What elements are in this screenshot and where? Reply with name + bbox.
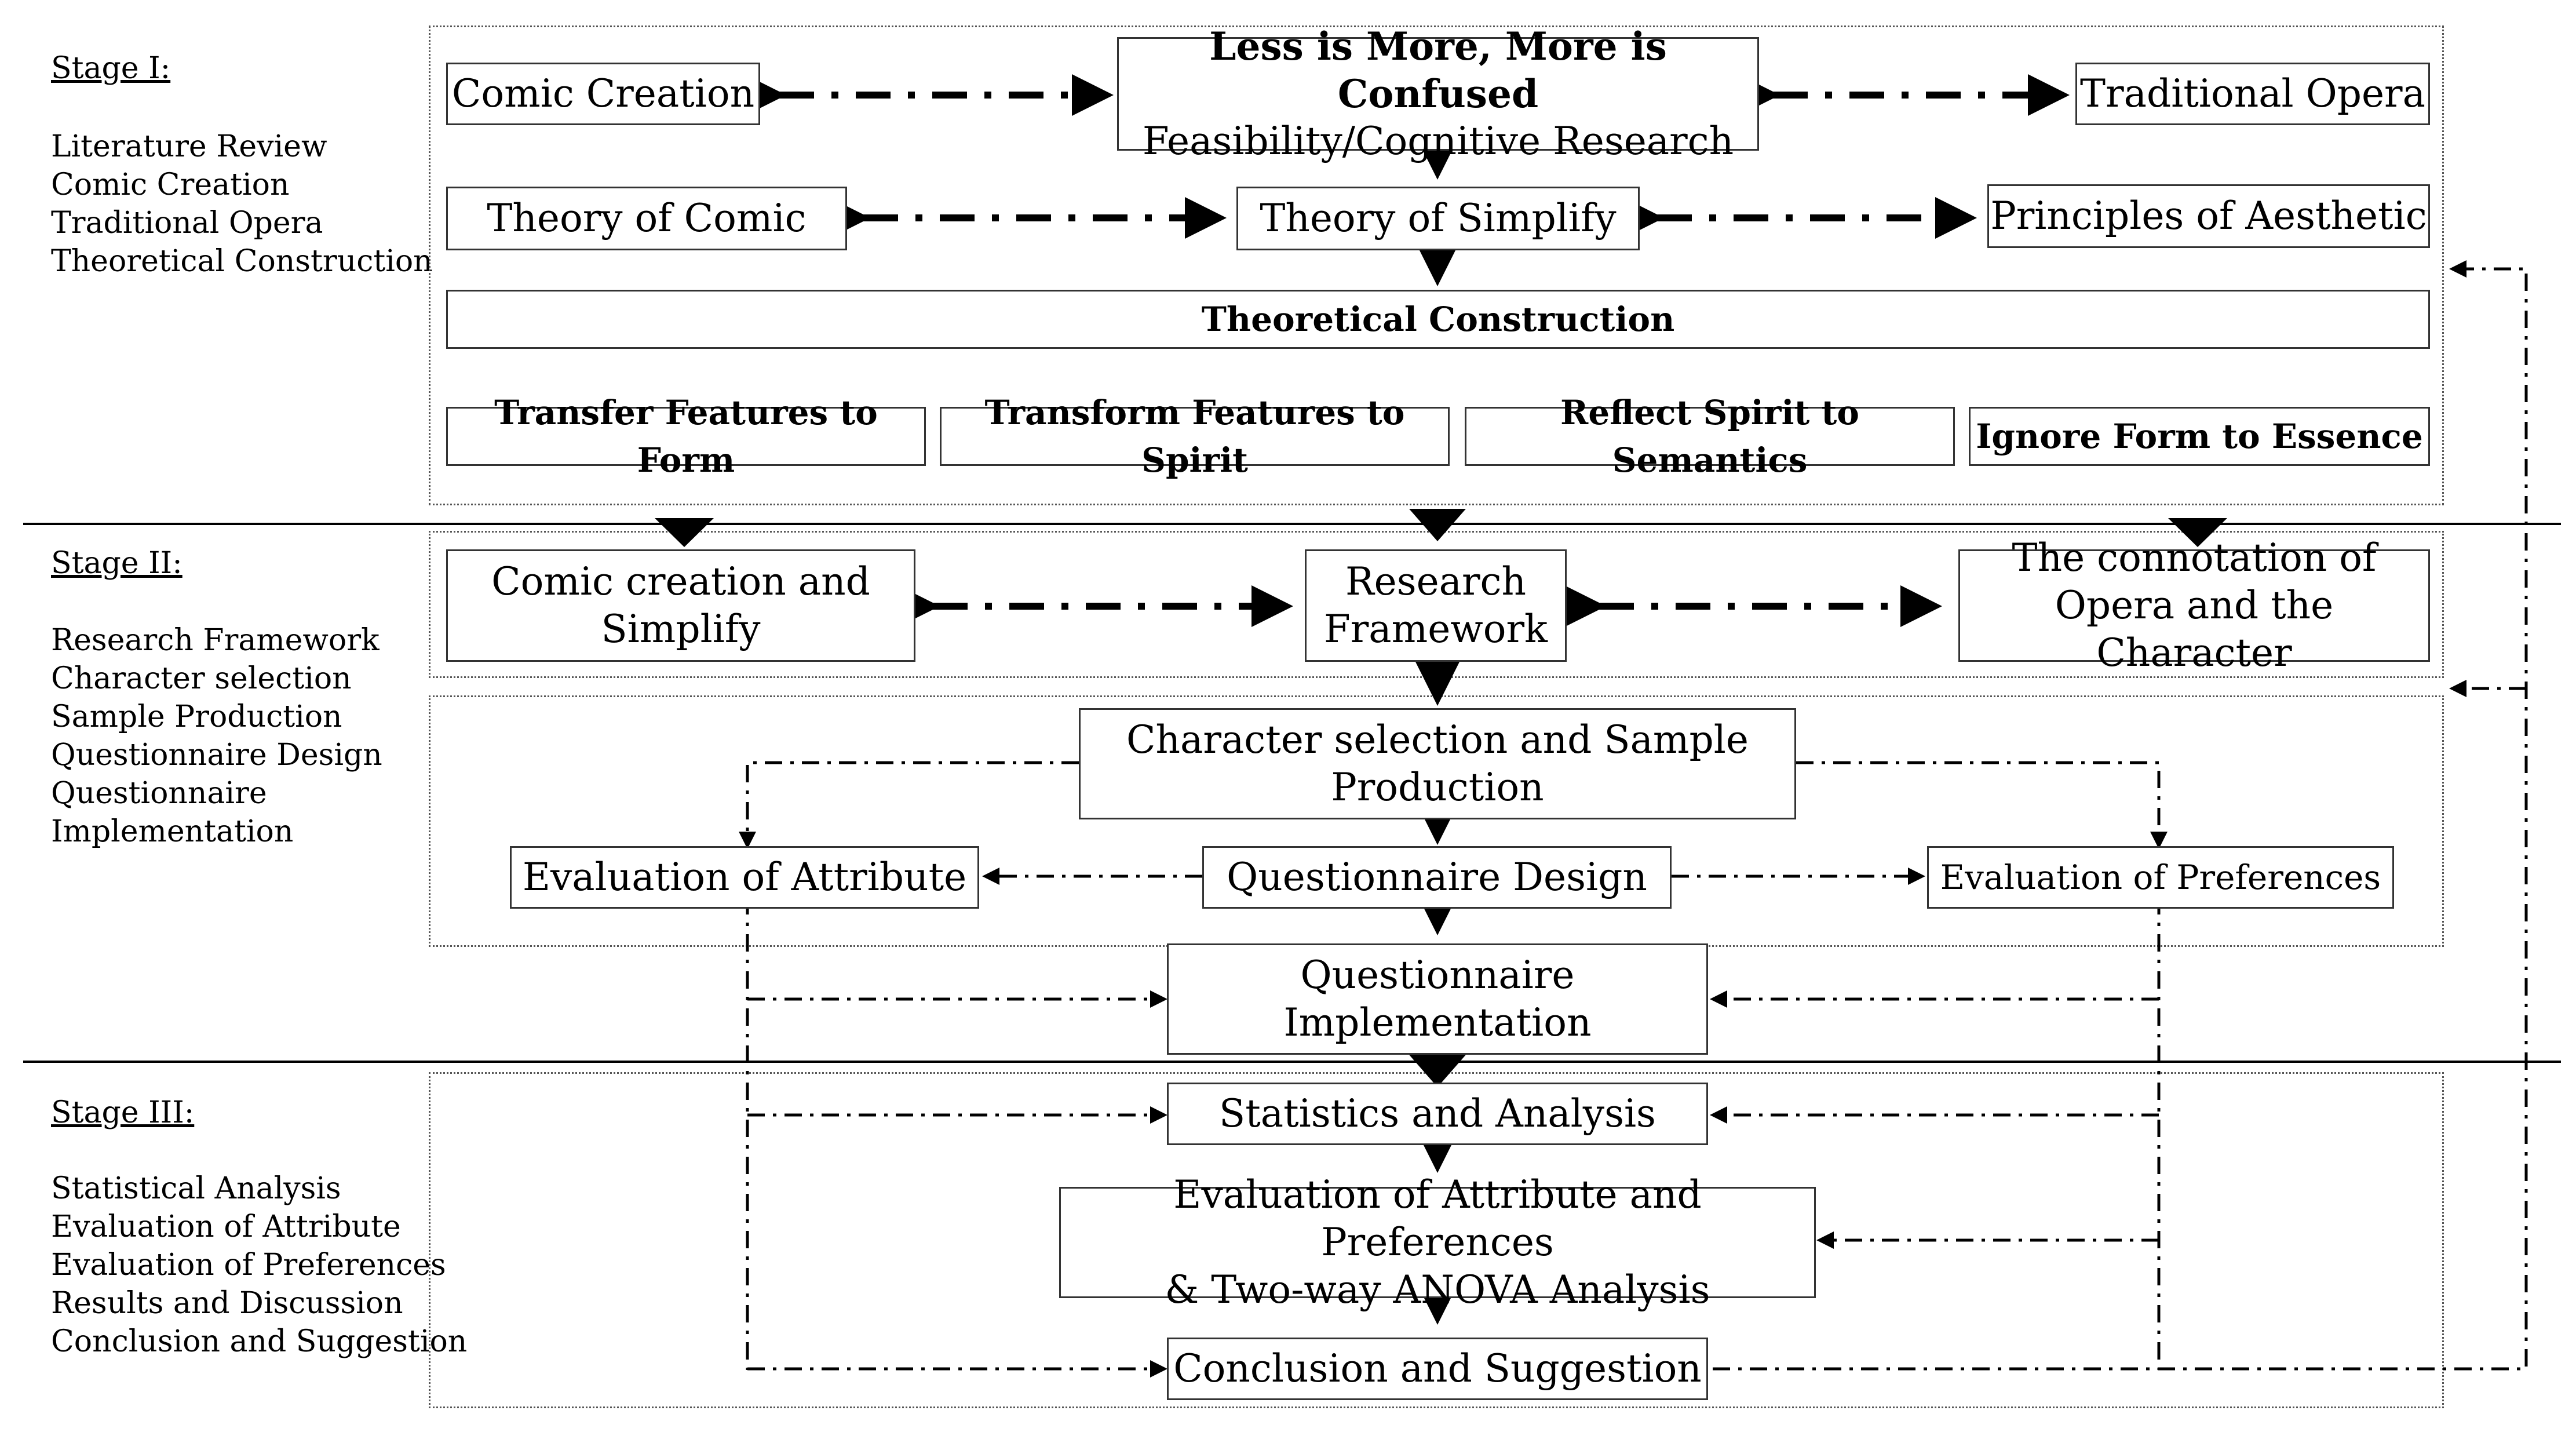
stage3-item: Results and Discussion — [51, 1286, 403, 1321]
connotation-line: The connotation of — [2012, 535, 2377, 580]
questionnaire-design-box: Questionnaire Design — [1202, 846, 1672, 909]
research-framework-line: Framework — [1323, 607, 1548, 651]
stage2-item: Research Framework — [51, 623, 380, 658]
feature-box: Transfer Features to Form — [446, 393, 926, 480]
questionnaire-implementation-line: Questionnaire — [1300, 953, 1575, 997]
stage2-item: Implementation — [51, 814, 294, 849]
stage3-item: Evaluation of Attribute — [51, 1209, 401, 1244]
comic-creation-box: Comic Creation — [446, 63, 760, 125]
stage1-region — [429, 25, 2444, 505]
character-selection-box: Character selection and Sample Productio… — [1079, 708, 1796, 819]
theory-of-simplify-label: Theory of Simplify — [1260, 196, 1617, 241]
questionnaire-implementation-box: Questionnaire Implementation — [1167, 943, 1708, 1055]
stage2-item: Sample Production — [51, 699, 342, 734]
traditional-opera-box: Traditional Opera — [2075, 63, 2430, 125]
stage2-items: Research Framework Character selection S… — [51, 621, 382, 851]
questionnaire-implementation-line: Implementation — [1283, 1000, 1592, 1045]
dashdot-connector — [1796, 761, 2168, 849]
stage2-item: Questionnaire Design — [51, 738, 382, 773]
stage3-item: Evaluation of Preferences — [51, 1248, 446, 1282]
stage3-items: Statistical Analysis Evaluation of Attri… — [51, 1169, 467, 1361]
triangle-arrow-icon — [1409, 509, 1466, 541]
comic-simplify-line: Simplify — [601, 607, 761, 651]
conclusion-suggestion-box: Conclusion and Suggestion — [1167, 1338, 1708, 1400]
research-framework-line: Research — [1345, 559, 1527, 604]
connotation-box: The connotation of Opera and the Charact… — [1958, 535, 2430, 675]
feasibility-label: Feasibility/Cognitive Research — [1142, 119, 1734, 163]
statistics-analysis-label: Statistics and Analysis — [1219, 1091, 1656, 1136]
feature-box: Transform Features to Spirit — [940, 393, 1450, 480]
evaluation-anova-line: & Two-way ANOVA Analysis — [1165, 1267, 1710, 1312]
stage1-item: Comic Creation — [51, 167, 290, 202]
comic-creation-label: Comic Creation — [451, 71, 755, 116]
comic-simplify-line: Comic creation and — [491, 559, 870, 604]
character-selection-line: Character selection and Sample — [1126, 717, 1749, 762]
evaluation-of-attribute-box: Evaluation of Attribute — [510, 846, 979, 909]
dashdot-connector — [739, 761, 1079, 849]
conclusion-suggestion-label: Conclusion and Suggestion — [1173, 1346, 1702, 1391]
comic-simplify-box: Comic creation and Simplify — [446, 549, 915, 662]
feature-label: Transform Features to Spirit — [984, 393, 1405, 480]
stage3-item: Conclusion and Suggestion — [51, 1324, 468, 1359]
less-is-more-box: Less is More, More is Confused Feasibili… — [1117, 24, 1759, 163]
evaluation-anova-line: Evaluation of Attribute and Preferences — [1173, 1172, 1702, 1265]
stage3-heading: Stage III: — [51, 1095, 195, 1130]
feature-label: Transfer Features to Form — [494, 393, 878, 480]
stage1-item: Theoretical Construction — [51, 244, 433, 279]
feature-label: Reflect Spirit to Semantics — [1560, 393, 1859, 480]
feedback-connector — [1713, 260, 2528, 1371]
stage2-item: Character selection — [51, 661, 352, 696]
feature-box: Ignore Form to Essence — [1969, 407, 2430, 466]
stage2-heading: Stage II: — [51, 546, 183, 581]
evaluation-of-preferences-label: Evaluation of Preferences — [1940, 858, 2381, 897]
theory-of-comic-box: Theory of Comic — [446, 187, 847, 250]
theory-of-simplify-box: Theory of Simplify — [1236, 187, 1640, 250]
triangle-arrow-icon — [2168, 518, 2227, 547]
triangle-arrow-icon — [655, 518, 714, 547]
less-is-more-label: Less is More, More is Confused — [1209, 24, 1667, 116]
principles-of-aesthetic-box: Principles of Aesthetic — [1987, 184, 2430, 248]
stage1-heading: Stage I: — [51, 51, 171, 86]
feature-label: Ignore Form to Essence — [1976, 417, 2423, 456]
evaluation-of-attribute-label: Evaluation of Attribute — [522, 855, 967, 899]
connotation-line: Opera and the Character — [2055, 583, 2334, 675]
theory-of-comic-label: Theory of Comic — [487, 196, 807, 241]
questionnaire-design-label: Questionnaire Design — [1227, 855, 1647, 899]
triangle-arrow-icon — [1409, 1055, 1466, 1087]
feature-box: Reflect Spirit to Semantics — [1465, 393, 1955, 480]
stage3-item: Statistical Analysis — [51, 1171, 341, 1206]
evaluation-anova-box: Evaluation of Attribute and Preferences … — [1059, 1172, 1816, 1312]
theoretical-construction-box: Theoretical Construction — [446, 290, 2430, 349]
research-framework-box: Research Framework — [1305, 549, 1567, 662]
character-selection-line: Production — [1331, 765, 1544, 810]
evaluation-of-preferences-box: Evaluation of Preferences — [1927, 846, 2394, 909]
traditional-opera-label: Traditional Opera — [2080, 71, 2425, 116]
theoretical-construction-label: Theoretical Construction — [1201, 300, 1675, 339]
principles-of-aesthetic-label: Principles of Aesthetic — [1990, 194, 2427, 238]
stage2-item: Questionnaire — [51, 776, 267, 811]
statistics-analysis-box: Statistics and Analysis — [1167, 1083, 1708, 1145]
stage1-item: Traditional Opera — [51, 206, 323, 241]
stage1-item: Literature Review — [51, 129, 327, 164]
stage1-items: Literature Review Comic Creation Traditi… — [51, 127, 433, 280]
